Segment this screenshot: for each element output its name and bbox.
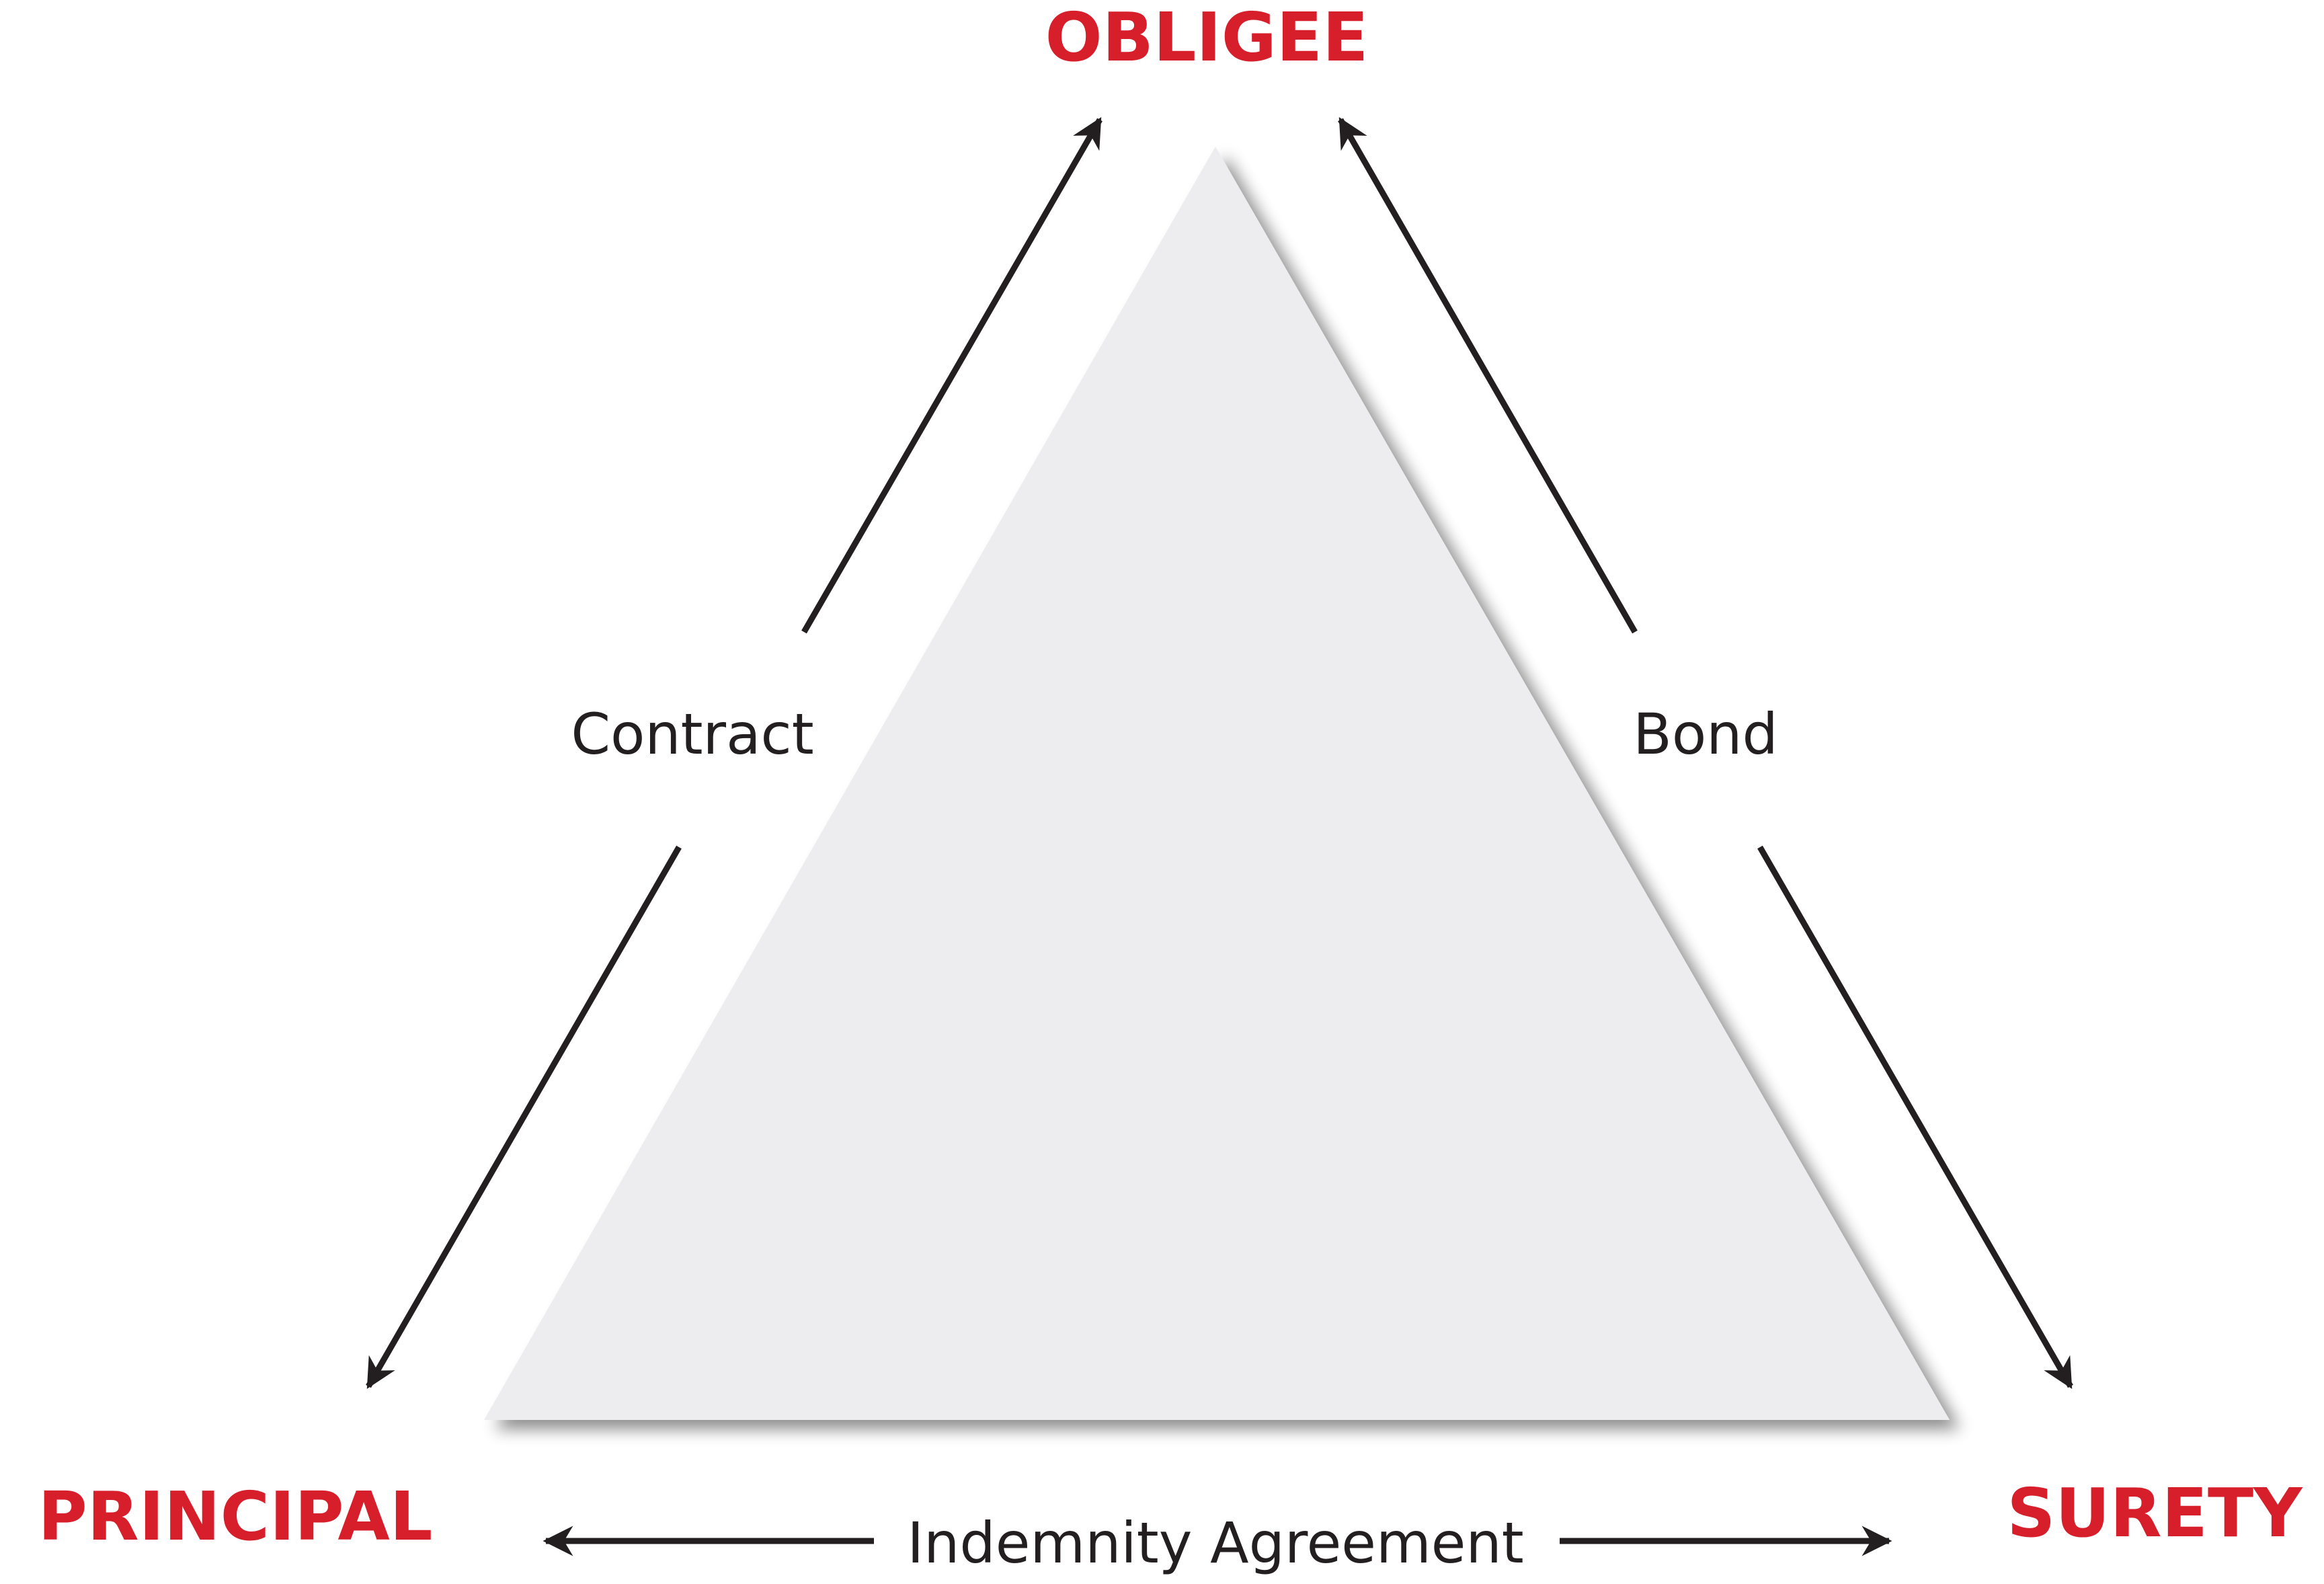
contract-label: Contract [571,701,813,767]
bond-label: Bond [1633,701,1778,767]
contract-arrow-to-obligee [801,117,1103,634]
obligee-label: OBLIGEE [1045,0,1369,77]
bond-arrow-to-surety [1757,845,2073,1389]
indemnity-label: Indemnity Agreement [907,1510,1523,1576]
contract-arrow-to-principal [366,845,682,1389]
principal-label: PRINCIPAL [38,1477,432,1556]
surety-label: SURETY [2007,1474,2303,1552]
central-triangle [484,147,1950,1420]
bond-arrow-to-obligee [1338,117,1638,634]
